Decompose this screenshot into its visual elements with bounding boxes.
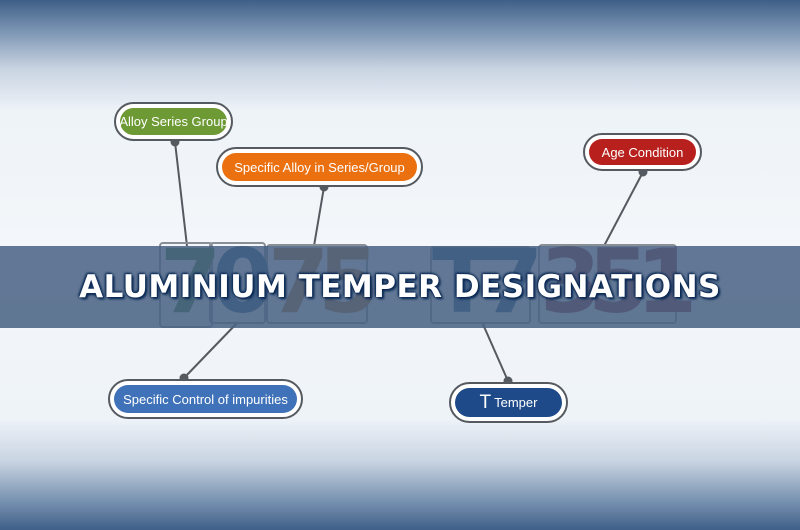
callout-label: Age Condition bbox=[601, 144, 684, 160]
connector-specific-alloy bbox=[313, 186, 325, 247]
callout-specific-control: Specific Control of impurities bbox=[108, 379, 303, 419]
page-title: ALUMINIUM TEMPER DESIGNATIONS bbox=[79, 269, 721, 305]
title-band bbox=[0, 246, 800, 328]
callout-t-temper: T Temper bbox=[449, 382, 568, 423]
connector-alloy-series bbox=[174, 141, 188, 247]
callout-label: Specific Alloy in Series/Group bbox=[234, 159, 405, 175]
connector-t-temper bbox=[481, 321, 509, 382]
callout-label: Specific Control of impurities bbox=[123, 391, 288, 407]
callout-letter: T bbox=[479, 391, 492, 413]
connector-age-condition bbox=[603, 171, 644, 247]
callout-age-condition: Age Condition bbox=[583, 133, 702, 171]
callout-label: Temper bbox=[494, 395, 538, 410]
callout-alloy-series-group: Alloy Series Group bbox=[114, 102, 233, 141]
callout-specific-alloy: Specific Alloy in Series/Group bbox=[216, 147, 423, 187]
connector-specific-control bbox=[183, 321, 239, 379]
callout-label: Alloy Series Group bbox=[119, 114, 228, 129]
